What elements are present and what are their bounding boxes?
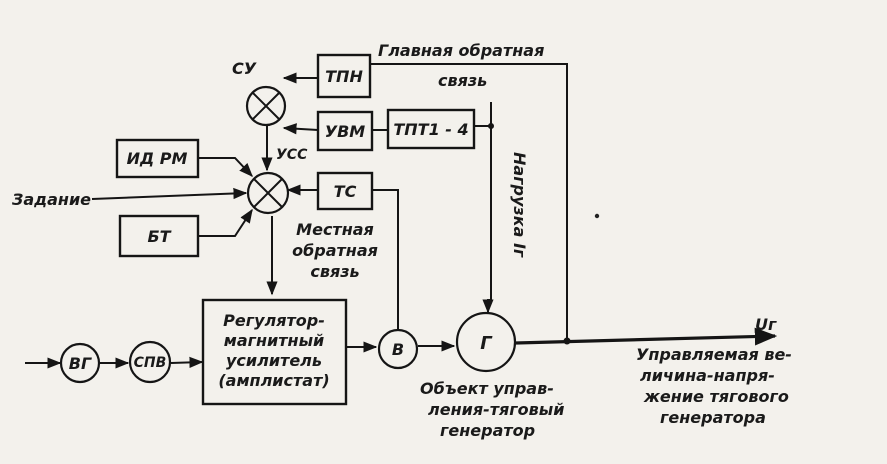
- svg-text:УВМ: УВМ: [325, 122, 366, 141]
- b-node: В: [377, 328, 419, 370]
- ucc-label: УСС: [276, 147, 308, 163]
- load-label: Нагрузка Iг: [510, 152, 529, 258]
- uvm-to-cu-arrow: [282, 123, 319, 135]
- svg-text:СПВ: СПВ: [134, 355, 167, 371]
- load-arrow: [482, 102, 494, 314]
- object-label-2: ления-тяговый: [428, 400, 564, 419]
- uvm-block: УВМ: [316, 110, 374, 152]
- idrm-to-sum-arrow: [198, 157, 253, 178]
- object-label-1: Объект управ-: [420, 379, 554, 398]
- spv-to-regulator-arrow: [170, 356, 204, 369]
- g-node: Г: [455, 311, 517, 373]
- cu-summing-node: [245, 85, 287, 127]
- svg-text:усилитель: усилитель: [226, 351, 322, 370]
- zadanie-arrow: [91, 187, 248, 200]
- controlled-label-1: Управляемая ве-: [636, 345, 792, 364]
- controlled-label-2: личина-напря-: [640, 366, 775, 385]
- ug-label: Uг: [755, 315, 777, 334]
- local-feedback-label-2: обратная: [292, 241, 378, 260]
- local-feedback-label-1: Местная: [296, 220, 374, 239]
- main-summing-node: [246, 171, 290, 215]
- svg-text:Г: Г: [480, 333, 493, 354]
- regulator-block: Регулятор- магнитный усилитель (амплиста…: [201, 298, 348, 406]
- svg-text:БТ: БТ: [147, 227, 171, 246]
- bt-to-sum-arrow: [198, 208, 253, 237]
- zadanie-label: Задание: [11, 190, 91, 209]
- tpt-block: ТПТ1 - 4: [386, 108, 476, 150]
- svg-text:магнитный: магнитный: [224, 331, 325, 350]
- spv-node: СПВ: [128, 340, 172, 384]
- output-arrow: [515, 327, 778, 346]
- main-feedback-label-2: связь: [438, 71, 487, 90]
- local-feedback-label-3: связь: [310, 262, 359, 281]
- svg-text:ТПТ1 - 4: ТПТ1 - 4: [393, 120, 468, 139]
- scan-speck: [594, 213, 600, 219]
- main-feedback-line: [370, 63, 568, 340]
- svg-text:В: В: [392, 340, 404, 359]
- controlled-label-4: генератора: [660, 408, 766, 427]
- svg-text:ИД РМ: ИД РМ: [127, 149, 188, 168]
- main-feedback-label-1: Главная обратная: [378, 41, 544, 60]
- svg-text:ТС: ТС: [334, 182, 357, 201]
- bt-block: БТ: [118, 214, 200, 258]
- tpn-block: ТПН: [316, 53, 372, 99]
- local-feedback-line: [372, 189, 399, 333]
- object-label-3: генератор: [440, 421, 535, 440]
- svg-text:Регулятор-: Регулятор-: [223, 311, 325, 330]
- controlled-label-3: жение тягового: [643, 387, 789, 406]
- output-junction: [563, 337, 571, 345]
- vg-node: ВГ: [59, 342, 101, 384]
- idrm-block: ИД РМ: [115, 138, 200, 179]
- tc-block: ТС: [316, 171, 374, 211]
- cu-label: СУ: [232, 59, 257, 78]
- svg-text:ВГ: ВГ: [69, 354, 92, 373]
- svg-text:(амплистат): (амплистат): [218, 371, 329, 390]
- load-junction: [488, 123, 494, 129]
- svg-text:ТПН: ТПН: [325, 67, 363, 86]
